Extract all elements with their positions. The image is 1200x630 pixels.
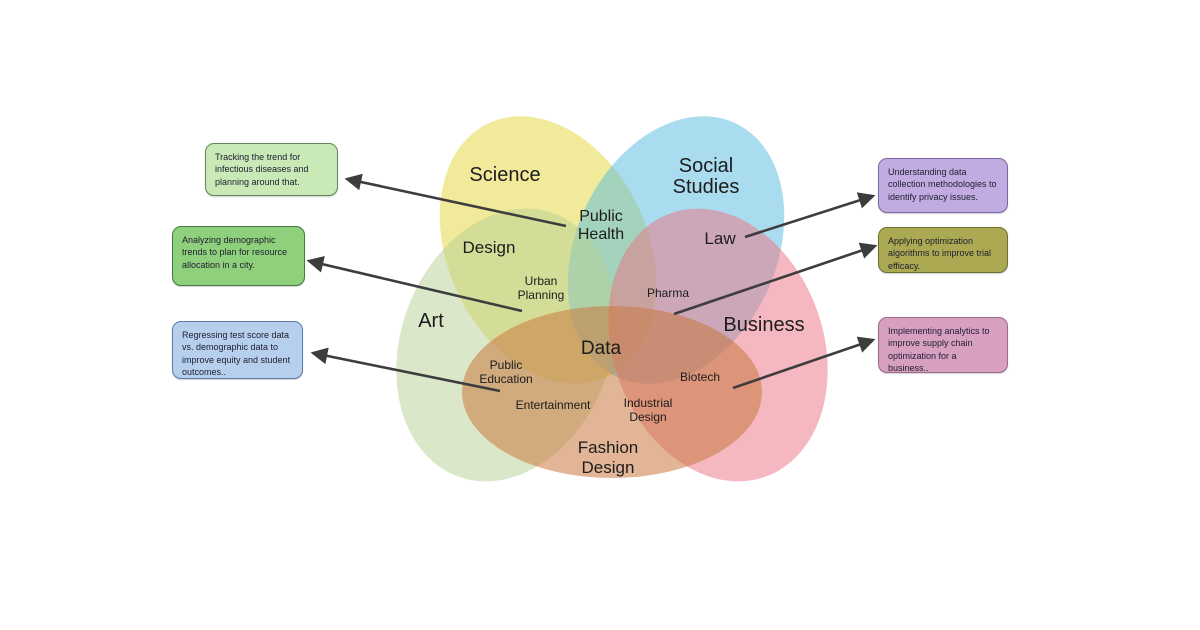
callout-infectious-diseases: Tracking the trend for infectious diseas… xyxy=(205,143,338,196)
design-label: Design xyxy=(463,238,516,257)
law-label: Law xyxy=(704,229,736,248)
callout-supply-chain-analytics: Implementing analytics to improve supply… xyxy=(878,317,1008,373)
data-label: Data xyxy=(581,338,622,359)
arrow-urban-planning-to-demographic-box xyxy=(306,256,523,313)
industrial-design-label: Industrial Design xyxy=(624,396,673,424)
urban-planning-label-line2: Planning xyxy=(518,288,565,302)
public-health-label-line2: Health xyxy=(578,226,624,243)
fashion-design-label-line2: Design xyxy=(582,458,635,477)
pharma-label: Pharma xyxy=(647,286,689,300)
arrow-public-education-to-regression-box xyxy=(310,347,501,393)
public-education-label: Public Education xyxy=(479,358,532,386)
industrial-design-label-line1: Industrial xyxy=(624,396,673,410)
social-studies-label-line1: Social xyxy=(679,155,733,177)
urban-planning-label: Urban Planning xyxy=(518,274,565,302)
fashion-design-label-line1: Fashion xyxy=(578,438,638,457)
urban-planning-label-line1: Urban xyxy=(525,274,558,288)
science-label: Science xyxy=(469,164,540,186)
business-label: Business xyxy=(723,314,804,336)
fashion-design-label: Fashion Design xyxy=(578,438,638,477)
arrow-public-health-to-infectious-box xyxy=(344,173,567,228)
arrow-law-to-privacy-box xyxy=(744,192,876,239)
callout-test-score-regression: Regressing test score data vs. demograph… xyxy=(172,321,303,379)
public-education-label-line2: Education xyxy=(479,372,532,386)
arrow-business-to-analytics-box xyxy=(732,336,876,390)
art-label: Art xyxy=(418,310,444,332)
arrow-pharma-to-optimization-box xyxy=(673,242,878,316)
social-studies-label-line2: Studies xyxy=(673,176,740,198)
fashion-design-ellipse xyxy=(462,306,762,478)
public-health-label-line1: Public xyxy=(579,208,623,225)
biotech-label: Biotech xyxy=(680,370,720,384)
callout-data-collection-privacy: Understanding data collection methodolog… xyxy=(878,158,1008,213)
public-education-label-line1: Public xyxy=(490,358,523,372)
callout-optimization-algorithms: Applying optimization algorithms to impr… xyxy=(878,227,1008,273)
public-health-label: Public Health xyxy=(578,208,624,243)
entertainment-label: Entertainment xyxy=(516,398,591,412)
industrial-design-label-line2: Design xyxy=(629,410,666,424)
social-studies-label: Social Studies xyxy=(673,155,740,198)
callout-demographic-trends: Analyzing demographic trends to plan for… xyxy=(172,226,305,286)
